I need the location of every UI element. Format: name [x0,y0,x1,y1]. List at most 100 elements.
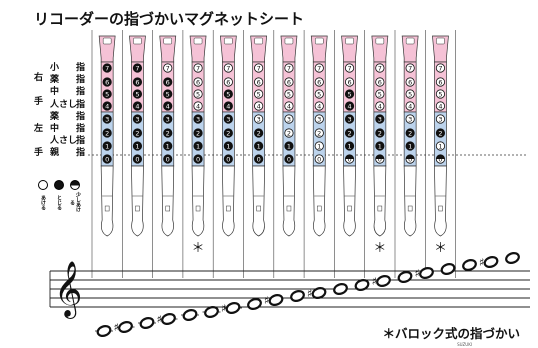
foot-hole [377,205,383,212]
finger-hole [223,77,233,87]
finger-hole [405,141,415,151]
hole-number: 2 [287,129,291,137]
finger-hole [193,89,203,99]
mouthpiece-window [375,37,385,45]
hole-number: 7 [378,64,382,72]
finger-hole [344,89,355,99]
legend-half: 少しあける [68,180,82,213]
hole-number: 0 [105,155,109,163]
hole-number: 3 [105,115,109,123]
sharp-sign: ♯ [221,302,226,315]
finger-hole [344,128,355,138]
hole-number: 4 [105,102,109,110]
hole-number: 1 [287,142,291,150]
foot-hole [226,205,231,212]
recorder-foot [100,165,114,237]
finger-hole [163,141,173,151]
sharp-sign: ♯ [372,275,377,288]
hole-number: 5 [166,90,170,98]
baroque-note: ＊バロック式の指づかい [382,326,520,341]
finger-suffix: 指 [76,148,86,159]
legend-closed: とじる [52,180,66,213]
finger-hole [223,89,233,99]
left-hand-label: 手 [34,148,44,158]
recorder-foot [221,165,235,237]
finger-suffix: 指 [76,75,86,86]
whole-note [182,309,198,321]
finger-hole [435,114,446,124]
finger-hole [193,101,203,111]
finger-label: 薬 [50,75,60,86]
finger-hole [102,128,112,138]
hole-number: 6 [257,78,261,86]
hole-number: 6 [196,78,200,86]
whole-note [225,302,241,314]
finger-hole [102,141,112,151]
hole-number: 1 [105,142,109,150]
hole-number: 1 [135,142,139,150]
mouthpiece-window [224,37,233,45]
hole-number: 6 [105,78,109,86]
hole-number: 2 [166,129,170,137]
finger-hole [284,89,294,99]
hole-number: 0 [378,155,382,163]
hole-number: 3 [196,115,200,123]
hole-number: 2 [317,129,321,137]
finger-hole [132,128,143,138]
finger-hole [284,154,294,164]
finger-hole [223,141,233,151]
hole-number: 4 [166,102,170,110]
mouthpiece-window [133,37,142,45]
hole-number: 7 [317,64,321,72]
recorder-foot [252,165,266,237]
finger-hole [132,154,143,164]
finger-hole [193,154,203,164]
mouthpiece-window [163,37,172,45]
foot-hole [165,205,170,212]
finger-hole [163,63,173,73]
whole-note [440,263,456,275]
finger-hole [223,101,233,111]
hole-number: 6 [438,78,442,86]
hole-number: 4 [135,102,139,110]
finger-hole [132,77,143,87]
finger-hole [435,141,446,151]
hole-number: 6 [287,78,291,86]
hole-number: 7 [257,64,261,72]
hole-number: 2 [105,129,109,137]
finger-label: 人さし [50,136,78,147]
hole-number: 5 [287,90,291,98]
hole-number: 3 [317,115,321,123]
whole-note [505,252,520,264]
finger-label: 中 [50,124,60,134]
whole-note [354,279,370,291]
hole-number: 7 [347,64,351,72]
recorder-foot [161,165,175,237]
finger-hole [375,141,385,151]
finger-hole [375,101,385,111]
finger-hole [344,77,355,87]
finger-hole [405,89,415,99]
finger-hole [284,77,294,87]
finger-hole [102,154,112,164]
foot-hole [407,205,413,212]
finger-hole [254,77,264,87]
finger-hole [102,114,112,124]
hole-number: 5 [257,90,261,98]
foot-hole [135,205,140,212]
finger-hole [132,114,143,124]
hole-number: 0 [438,155,442,163]
finger-hole [344,141,355,151]
recorder-foot [312,165,326,237]
hole-number: 5 [226,90,230,98]
hole-number: 5 [105,90,109,98]
hole-number: 5 [196,90,200,98]
sharp-sign: ♯ [307,287,312,300]
whole-note [419,267,434,279]
